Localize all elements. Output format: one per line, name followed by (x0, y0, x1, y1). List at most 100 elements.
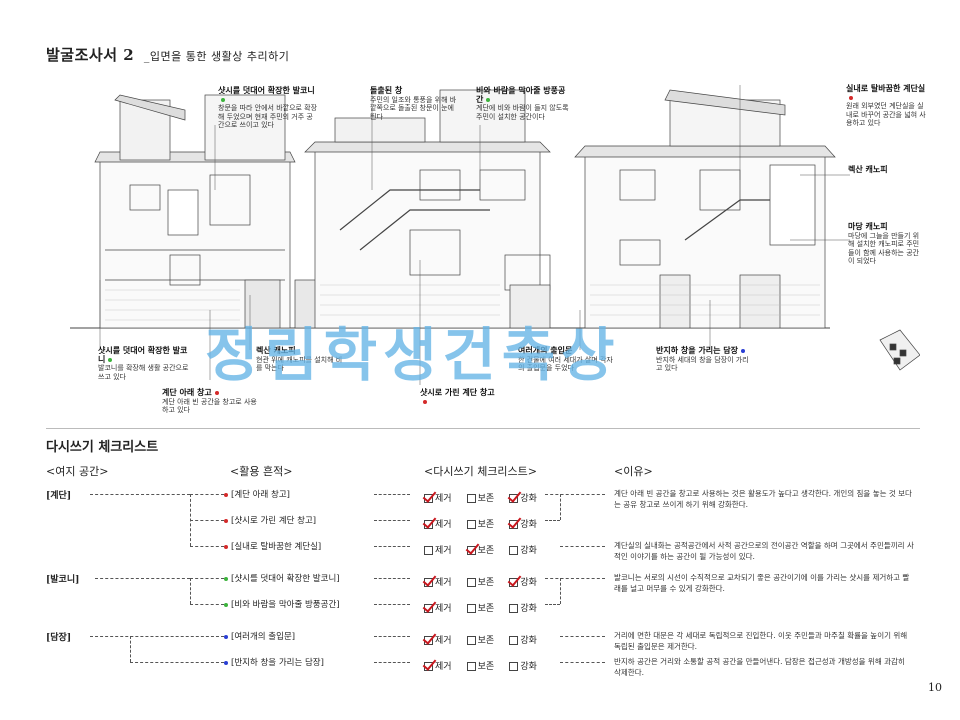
page-title: 발굴조사서 2 _입면을 통한 생활상 추리하기 (46, 44, 289, 65)
connector-line (560, 578, 561, 604)
checklist-title: 다시쓰기 체크리스트 (46, 440, 159, 455)
option-label: 보존 (477, 578, 495, 588)
trace-item: [여러개의 출입문] (224, 630, 295, 642)
annotation-protruding-window: 돌출된 창 주민의 일조와 통풍을 위해 바깥쪽으로 돌출된 창문이 눈에 띈다 (370, 86, 460, 121)
checkbox-unchecked[interactable] (509, 662, 519, 671)
checkbox-checked[interactable] (424, 604, 433, 613)
option-enhance[interactable]: 강화 (509, 517, 537, 530)
red-dot-icon (423, 399, 427, 404)
option-label: 제거 (435, 520, 452, 530)
site-plan-thumbnail (879, 329, 920, 371)
option-label: 강화 (520, 604, 537, 614)
header-reason: <이유> (614, 465, 653, 478)
option-label: 강화 (520, 520, 537, 530)
elevation-drawing (70, 85, 920, 385)
checkbox-unchecked[interactable] (466, 578, 476, 587)
connector-line (374, 546, 410, 547)
annotation-balcony-top: 샷시를 덧대어 확장한 발코니 창문을 따라 안에서 바깥으로 확장해 두었으며… (218, 86, 318, 130)
annotation-desc: 마당에 그늘을 만들기 위해 설치한 캐노피로 주민들이 함께 사용하는 공간이… (848, 231, 920, 266)
trace-item: [반지하 창을 가리는 담장] (224, 656, 324, 668)
trace-item: [샷시를 덧대어 확장한 발코니] (224, 572, 340, 584)
option-remove[interactable]: 제거 (424, 575, 452, 588)
annotation-label: 렉산 캐노피 (256, 345, 296, 355)
connector-line (190, 520, 224, 521)
option-remove[interactable]: 제거 (424, 633, 452, 646)
option-preserve[interactable]: 보존 (466, 601, 494, 614)
trace-item: [비와 바람을 막아줄 방풍공간] (224, 598, 340, 610)
option-remove[interactable]: 제거 (424, 491, 452, 504)
checkbox-unchecked[interactable] (509, 604, 519, 613)
checkbox-unchecked[interactable] (466, 604, 476, 613)
trace-label: [계단 아래 창고] (231, 490, 290, 500)
option-enhance[interactable]: 강화 (509, 601, 537, 614)
option-preserve[interactable]: 보존 (466, 575, 495, 588)
checkbox-unchecked[interactable] (466, 636, 476, 645)
checkbox-group: 제거 보존 강화 (424, 538, 547, 557)
connector-line (560, 636, 605, 637)
annotation-desc: 현관 위에 캐노피를 설치해 비를 막는다 (256, 355, 343, 373)
annotation-multiple-doors: 여러개의 출입문 한 건물에 여러 세대가 살며 각자의 출입문을 두었다 (518, 346, 613, 373)
option-enhance[interactable]: 강화 (509, 543, 537, 556)
annotation-desc: 원래 외부였던 계단실을 실내로 바꾸어 공간을 넓혀 사용하고 있다 (846, 102, 926, 127)
annotation-label: 여러개의 출입문 (518, 345, 573, 355)
category-balcony: [발코니] (46, 575, 80, 585)
option-preserve[interactable]: 보존 (466, 633, 495, 646)
checkbox-checked[interactable] (424, 578, 433, 587)
checkbox-checked[interactable] (509, 494, 519, 503)
annotation-label: 돌출된 창 (370, 85, 403, 95)
connector-line (130, 636, 131, 662)
checkbox-checked[interactable] (509, 578, 519, 587)
option-enhance[interactable]: 강화 (509, 575, 537, 588)
option-enhance[interactable]: 강화 (509, 659, 537, 672)
annotation-label: 실내로 탈바꿈한 계단실 (846, 83, 926, 93)
reason-text: 계단 아래 빈 공간을 창고로 사용하는 것은 활용도가 높다고 생각한다. 개… (614, 489, 912, 509)
checkbox-unchecked[interactable] (509, 546, 519, 555)
option-label: 제거 (435, 636, 452, 646)
title-text: 발굴조사서 2 (46, 46, 135, 64)
checkbox-checked[interactable] (509, 520, 519, 529)
annotation-label: 샷시를 덧대어 확장한 발코니 (98, 345, 188, 364)
green-dot-icon (108, 357, 113, 362)
option-remove[interactable]: 제거 (424, 601, 452, 614)
checkbox-checked[interactable] (466, 546, 476, 555)
red-dot-icon (214, 391, 219, 395)
option-preserve[interactable]: 보존 (466, 659, 494, 672)
option-preserve[interactable]: 보존 (466, 517, 494, 530)
blue-dot-icon (224, 660, 228, 665)
trace-label: [비와 바람을 막아줄 방풍공간] (231, 600, 340, 610)
option-label: 강화 (520, 636, 537, 646)
annotation-windbreak: 비와 바람을 막아줄 방풍공간 계단에 비와 바람이 들지 않도록 주민이 설치… (476, 86, 571, 121)
checkbox-checked[interactable] (424, 520, 433, 529)
trace-item: [샷시로 가린 계단 창고] (224, 514, 316, 526)
checkbox-unchecked[interactable] (424, 546, 433, 555)
option-remove[interactable]: 제거 (424, 517, 452, 530)
option-remove[interactable]: 제거 (424, 543, 452, 556)
checkbox-group: 제거 보존 강화 (424, 596, 547, 615)
option-enhance[interactable]: 강화 (509, 633, 537, 646)
option-label: 강화 (520, 662, 537, 672)
connector-line (545, 520, 560, 521)
green-dot-icon (224, 602, 228, 607)
checkbox-unchecked[interactable] (466, 662, 476, 671)
option-preserve[interactable]: 보존 (466, 491, 494, 504)
reason-text: 발코니는 서로의 시선이 수직적으로 교차되기 좋은 공간이기에 이를 가리는 … (614, 573, 910, 593)
checkbox-checked[interactable] (424, 662, 433, 671)
checkbox-checked[interactable] (424, 636, 433, 645)
annotation-sash-stair-storage: 샷시로 가린 계단 창고 (420, 388, 500, 406)
checkbox-checked[interactable] (424, 494, 433, 503)
option-label: 보존 (477, 636, 495, 646)
watermark: 정림학생건축상 (205, 321, 621, 389)
connector-line (374, 520, 410, 521)
checkbox-unchecked[interactable] (466, 494, 476, 503)
reason-text: 거리에 면한 대문은 각 세대로 독립적으로 진입한다. 이웃 주민들과 마주칠… (614, 631, 908, 651)
option-preserve[interactable]: 보존 (466, 543, 494, 556)
connector-line (374, 662, 410, 663)
option-remove[interactable]: 제거 (424, 659, 452, 672)
option-enhance[interactable]: 강화 (509, 491, 537, 504)
checkbox-unchecked[interactable] (466, 520, 476, 529)
red-dot-icon (849, 95, 853, 100)
annotation-lexan-canopy-left: 렉산 캐노피 현관 위에 캐노피를 설치해 비를 막는다 (256, 346, 346, 373)
checkbox-unchecked[interactable] (509, 636, 519, 645)
connector-line (130, 662, 224, 663)
red-dot-icon (224, 518, 228, 523)
